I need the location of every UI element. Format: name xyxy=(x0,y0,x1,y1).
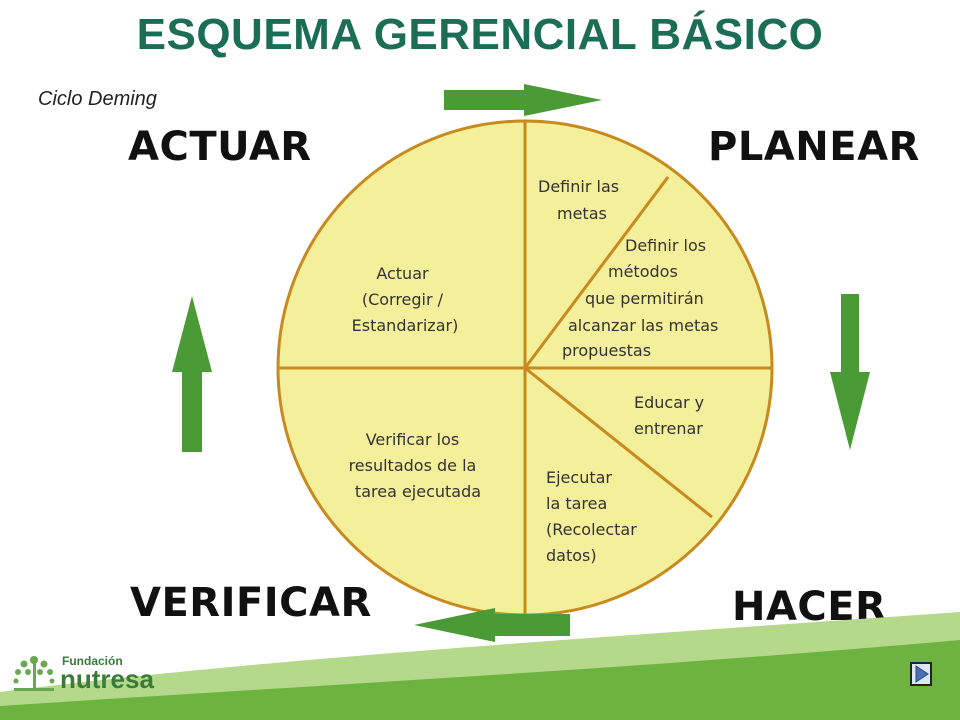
segment-educar: Educar y entrenar xyxy=(634,393,709,438)
logo-text-fundacion: Fundación xyxy=(62,654,123,668)
arrow-down-icon xyxy=(830,294,870,450)
segment-definir-metas: Definir las metas xyxy=(538,177,624,223)
segment-definir-metodos: Definir los métodos que permitirán alcan… xyxy=(562,236,723,360)
segment-ejecutar: Ejecutar la tarea (Recolectar datos) xyxy=(546,468,642,565)
phase-label-planear: PLANEAR xyxy=(708,124,920,170)
wheel-divider-hacer xyxy=(524,366,713,519)
page-title: ESQUEMA GERENCIAL BÁSICO xyxy=(136,10,824,59)
subtitle: Ciclo Deming xyxy=(38,88,157,110)
play-icon xyxy=(915,665,929,683)
wheel-divider-planear xyxy=(523,176,670,369)
next-slide-button[interactable] xyxy=(910,662,932,686)
arrow-left-icon xyxy=(414,608,570,642)
arrow-up-icon xyxy=(172,296,212,452)
phase-label-verificar: VERIFICAR xyxy=(130,580,372,626)
logo-text-nutresa: nutresa xyxy=(60,664,154,694)
footer-wave-dark xyxy=(0,640,960,720)
segment-actuar: Actuar (Corregir / Estandarizar) xyxy=(352,264,459,335)
segment-verificar: Verificar los resultados de la tarea eje… xyxy=(349,430,482,501)
arrow-right-icon xyxy=(444,84,602,116)
phase-label-actuar: ACTUAR xyxy=(128,124,312,170)
tree-logo-icon xyxy=(13,656,55,691)
